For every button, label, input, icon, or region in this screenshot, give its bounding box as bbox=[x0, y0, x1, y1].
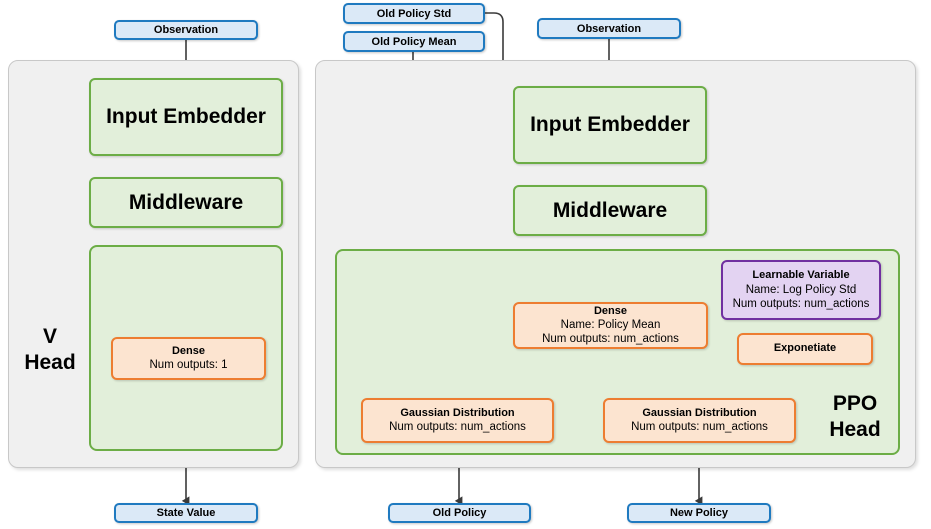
ppo-dense-policy-mean-node[interactable]: Dense Name: Policy Mean Num outputs: num… bbox=[513, 302, 708, 349]
v-dense-node[interactable]: Dense Num outputs: 1 bbox=[111, 337, 266, 380]
ppo-head-label: PPO Head bbox=[820, 386, 890, 448]
v-head-label-line2: Head bbox=[24, 351, 76, 374]
learnable-variable-name: Name: Log Policy Std bbox=[745, 283, 857, 296]
ppo-middleware[interactable]: Middleware bbox=[513, 185, 707, 236]
v-head-label-line1: V bbox=[42, 324, 57, 348]
output-new-policy[interactable]: New Policy bbox=[627, 503, 771, 523]
output-state-value[interactable]: State Value bbox=[114, 503, 258, 523]
ppo-exponetiate-node[interactable]: Exponetiate bbox=[737, 333, 873, 365]
v-dense-title: Dense bbox=[171, 344, 206, 357]
ppo-head-label-line1: PPO bbox=[832, 391, 878, 415]
ppo-dense-name: Name: Policy Mean bbox=[560, 319, 661, 332]
output-old-policy[interactable]: Old Policy bbox=[388, 503, 531, 523]
v-middleware[interactable]: Middleware bbox=[89, 177, 283, 228]
input-observation-ppo[interactable]: Observation bbox=[537, 18, 681, 39]
v-head-label: V Head bbox=[14, 320, 86, 380]
gaussian-new-title: Gaussian Distribution bbox=[642, 406, 757, 419]
v-dense-num-outputs: Num outputs: 1 bbox=[149, 359, 228, 372]
gaussian-old-num-outputs: Num outputs: num_actions bbox=[389, 421, 526, 434]
learnable-variable-num-outputs: Num outputs: num_actions bbox=[732, 297, 870, 310]
gaussian-old-title: Gaussian Distribution bbox=[400, 406, 515, 419]
ppo-head-label-line2: Head bbox=[829, 418, 881, 441]
learnable-variable-title: Learnable Variable bbox=[752, 269, 850, 282]
input-old-policy-mean[interactable]: Old Policy Mean bbox=[343, 31, 485, 52]
input-observation-v[interactable]: Observation bbox=[114, 20, 258, 40]
ppo-gaussian-old-node[interactable]: Gaussian Distribution Num outputs: num_a… bbox=[361, 398, 554, 443]
gaussian-new-num-outputs: Num outputs: num_actions bbox=[631, 421, 768, 434]
ppo-dense-title: Dense bbox=[593, 304, 628, 317]
exponetiate-title: Exponetiate bbox=[773, 342, 837, 355]
v-input-embedder[interactable]: Input Embedder bbox=[89, 78, 283, 156]
ppo-input-embedder[interactable]: Input Embedder bbox=[513, 86, 707, 164]
ppo-learnable-variable-node[interactable]: Learnable Variable Name: Log Policy Std … bbox=[721, 260, 881, 320]
ppo-gaussian-new-node[interactable]: Gaussian Distribution Num outputs: num_a… bbox=[603, 398, 796, 443]
input-old-policy-std[interactable]: Old Policy Std bbox=[343, 3, 485, 24]
ppo-dense-num-outputs: Num outputs: num_actions bbox=[542, 333, 679, 346]
